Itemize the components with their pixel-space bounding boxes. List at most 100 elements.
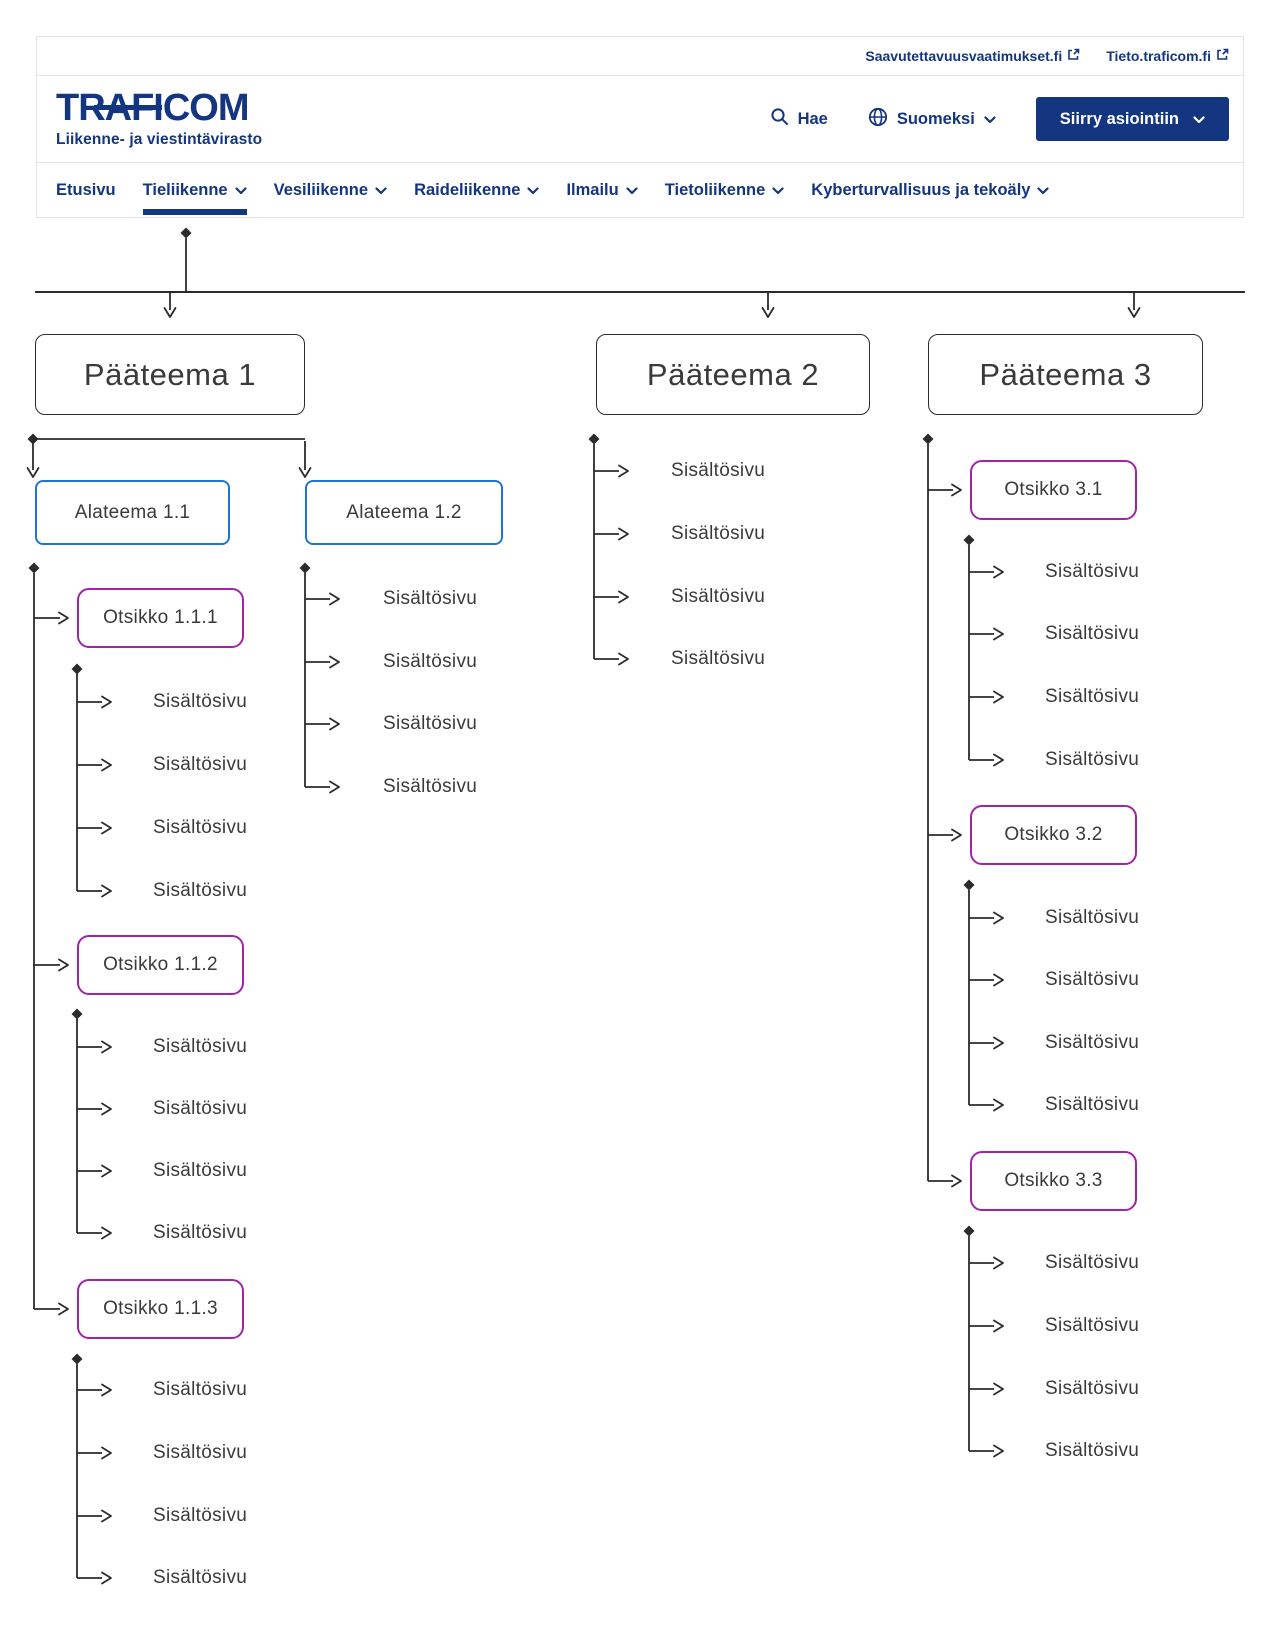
header-tools: Hae Suomeksi Siirry asiointiin (770, 97, 1229, 141)
content-page-label: Sisältösivu (383, 588, 478, 609)
heading-box: Otsikko 1.1.2 (77, 935, 244, 995)
language-label: Suomeksi (896, 109, 975, 128)
content-page-label: Sisältösivu (1045, 1315, 1140, 1336)
traficom-logo[interactable]: TRAFICOM Liikenne- ja viestintävirasto (56, 89, 262, 149)
nav-item-label: Ilmailu (566, 180, 619, 199)
theme-box-2-label: Pääteema 2 (646, 356, 820, 392)
nav-item-label: Vesiliikenne (273, 180, 369, 199)
content-page-label: Sisältösivu (383, 651, 478, 672)
theme-box-1: Pääteema 1 (35, 334, 305, 415)
nav-item-label: Tieliikenne (142, 180, 228, 199)
heading-box: Otsikko 1.1.1 (77, 588, 244, 648)
heading-box-label: Otsikko 3.1 (1004, 479, 1103, 500)
nav-item-tietoliikenne[interactable]: Tietoliikenne (665, 163, 785, 217)
theme-box-1-label: Pääteema 1 (83, 356, 257, 392)
chevron-down-icon (527, 181, 540, 200)
chevron-down-icon (626, 181, 638, 200)
search-icon (770, 107, 789, 131)
globe-icon (868, 107, 888, 132)
nav-item-label: Raideliikenne (414, 180, 521, 199)
nav-item-label: Etusivu (56, 180, 116, 199)
content-page-label: Sisältösivu (383, 776, 478, 797)
nav-item-label: Kyberturvallisuus ja tekoäly (811, 180, 1031, 199)
chevron-down-icon (375, 181, 387, 200)
content-page-label: Sisältösivu (1045, 623, 1140, 644)
theme-box-3-label: Pääteema 3 (979, 356, 1152, 392)
content-page-label: Sisältösivu (153, 817, 248, 838)
external-link-icon (1216, 48, 1229, 64)
nav-item-kyberturvallisuus-ja-teko-ly[interactable]: Kyberturvallisuus ja tekoäly (811, 163, 1050, 217)
content-page-label: Sisältösivu (1045, 686, 1140, 707)
heading-box: Otsikko 3.3 (970, 1151, 1137, 1211)
search-button[interactable]: Hae (770, 107, 828, 131)
theme-box-3: Pääteema 3 (928, 334, 1203, 415)
chevron-down-icon (1037, 181, 1050, 200)
chevron-down-icon (1193, 110, 1205, 129)
chevron-down-icon (772, 181, 784, 200)
content-page-label: Sisältösivu (1045, 1252, 1140, 1273)
content-page-label: Sisältösivu (153, 1442, 248, 1463)
nav-item-etusivu[interactable]: Etusivu (56, 163, 116, 217)
content-page-label: Sisältösivu (671, 586, 766, 607)
content-page-label: Sisältösivu (671, 460, 766, 481)
top-link-tieto-traficom[interactable]: Tieto.traficom.fi (1106, 48, 1229, 64)
content-page-label: Sisältösivu (1045, 1032, 1140, 1053)
go-to-services-button[interactable]: Siirry asiointiin (1035, 97, 1229, 141)
heading-box: Otsikko 3.2 (970, 805, 1137, 865)
heading-box-label: Otsikko 3.2 (1004, 824, 1103, 845)
content-page-label: Sisältösivu (383, 713, 478, 734)
language-selector[interactable]: Suomeksi (868, 107, 996, 132)
content-page-label: Sisältösivu (1045, 1094, 1140, 1115)
subtheme-box-1-2-label: Alateema 1.2 (346, 501, 462, 523)
main-navigation: Etusivu Tieliikenne Vesiliikenne Raideliike… (37, 163, 1243, 217)
content-page-label: Sisältösivu (671, 648, 766, 669)
content-page-label: Sisältösivu (1045, 1440, 1140, 1461)
content-page-label: Sisältösivu (153, 1379, 248, 1400)
top-link-label: Saavutettavuusvaatimukset.fi (865, 48, 1063, 64)
top-link-label: Tieto.traficom.fi (1106, 48, 1211, 64)
external-link-icon (1067, 48, 1080, 64)
heading-box: Otsikko 1.1.3 (77, 1279, 244, 1339)
cta-label: Siirry asiointiin (1059, 109, 1179, 128)
content-page-label: Sisältösivu (153, 1098, 248, 1119)
heading-box-label: Otsikko 3.3 (1004, 1170, 1103, 1191)
subtheme-box-1-2: Alateema 1.2 (305, 480, 503, 545)
heading-box-label: Otsikko 1.1.2 (103, 954, 218, 975)
content-page-label: Sisältösivu (153, 1505, 248, 1526)
content-page-label: Sisältösivu (1045, 969, 1140, 990)
search-label: Hae (797, 109, 828, 128)
content-page-label: Sisältösivu (153, 691, 248, 712)
chevron-down-icon (234, 181, 247, 200)
heading-box-label: Otsikko 1.1.1 (103, 607, 218, 628)
content-page-label: Sisältösivu (153, 1160, 248, 1181)
content-page-label: Sisältösivu (1045, 561, 1140, 582)
content-page-label: Sisältösivu (1045, 1378, 1140, 1399)
subtheme-box-1-1: Alateema 1.1 (35, 480, 230, 545)
content-page-label: Sisältösivu (153, 1567, 248, 1588)
nav-item-label: Tietoliikenne (664, 180, 766, 199)
content-page-label: Sisältösivu (153, 754, 248, 775)
content-page-label: Sisältösivu (1045, 749, 1140, 770)
nav-item-ilmailu[interactable]: Ilmailu (566, 163, 638, 217)
header-main-row: TRAFICOM Liikenne- ja viestintävirasto H… (37, 76, 1243, 163)
heading-box-label: Otsikko 1.1.3 (103, 1298, 218, 1319)
theme-box-2: Pääteema 2 (596, 334, 870, 415)
nav-item-tieliikenne[interactable]: Tieliikenne (142, 163, 247, 217)
subtheme-box-1-1-label: Alateema 1.1 (74, 501, 191, 523)
content-page-label: Sisältösivu (671, 523, 766, 544)
nav-item-raideliikenne[interactable]: Raideliikenne (414, 163, 540, 217)
top-link-saavutettavuusvaatimukset[interactable]: Saavutettavuusvaatimukset.fi (865, 48, 1080, 64)
chevron-down-icon (984, 110, 996, 129)
content-page-label: Sisältösivu (153, 1036, 248, 1057)
content-page-label: Sisältösivu (153, 880, 248, 901)
nav-item-vesiliikenne[interactable]: Vesiliikenne (274, 163, 387, 217)
logo-subtitle: Liikenne- ja viestintävirasto (56, 131, 263, 148)
content-page-label: Sisältösivu (153, 1222, 248, 1243)
top-utility-bar: Saavutettavuusvaatimukset.fi Tieto.trafi… (37, 37, 1243, 76)
logo-a-crossbar-decoration (94, 105, 162, 110)
content-page-label: Sisältösivu (1045, 907, 1140, 928)
heading-box: Otsikko 3.1 (970, 460, 1137, 520)
